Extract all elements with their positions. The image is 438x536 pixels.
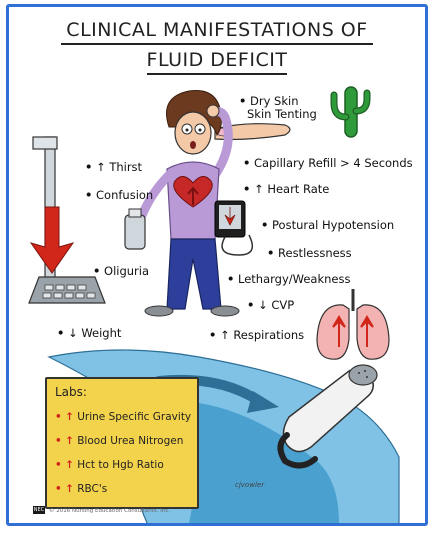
label-skin-tenting: Skin Tenting bbox=[247, 107, 317, 121]
title-line-1: CLINICAL MANIFESTATIONS OF bbox=[66, 19, 368, 41]
title-line-2: FLUID DEFICIT bbox=[146, 49, 288, 71]
publisher-logo: NEC bbox=[33, 506, 45, 514]
poster-frame: CLINICAL MANIFESTATIONS OF FLUID DEFICIT bbox=[6, 4, 428, 526]
labs-title: Labs: bbox=[55, 385, 87, 399]
salt-shaker-icon bbox=[277, 364, 378, 469]
labs-item-rbcs: • ↑ RBC's bbox=[55, 483, 108, 495]
label-dry-skin: • Dry Skin bbox=[239, 94, 299, 108]
label-cvp: • ↓ CVP bbox=[247, 298, 295, 312]
label-capillary-refill: • Capillary Refill > 4 Seconds bbox=[243, 156, 413, 170]
labs-item-hct-hgb-ratio: • ↑ Hct to Hgb Ratio bbox=[55, 459, 164, 471]
label-heart-rate: • ↑ Heart Rate bbox=[243, 182, 330, 196]
labs-item-urine-specific-gravity: • ↑ Urine Specific Gravity bbox=[55, 411, 192, 423]
label-restlessness: • Restlessness bbox=[267, 246, 352, 260]
title-underline-2 bbox=[147, 73, 287, 75]
labs-box: Labs: • ↑ Urine Specific Gravity • ↑ Blo… bbox=[45, 377, 199, 509]
lungs-icon bbox=[316, 289, 390, 360]
blood-pressure-cuff-icon bbox=[214, 200, 254, 256]
labs-item-blood-urea-nitrogen: • ↑ Blood Urea Nitrogen bbox=[55, 435, 184, 447]
artist-signature: cjvowler bbox=[235, 481, 265, 489]
label-confusion: • Confusion bbox=[85, 188, 154, 202]
label-oliguria: • Oliguria bbox=[93, 264, 150, 278]
copyright-notice: © 2016 Nursing Education Consultants, In… bbox=[49, 508, 171, 514]
label-postural-hypotension: • Postural Hypotension bbox=[261, 218, 395, 232]
label-respirations: • ↑ Respirations bbox=[209, 328, 305, 342]
cactus-icon bbox=[330, 86, 371, 138]
person-figure bbox=[124, 89, 240, 317]
label-thirst: • ↑ Thirst bbox=[85, 160, 143, 174]
label-lethargy: • Lethargy/Weakness bbox=[227, 272, 351, 286]
scale-icon bbox=[28, 136, 106, 304]
title-underline-1 bbox=[61, 43, 373, 45]
label-weight: • ↓ Weight bbox=[57, 326, 122, 340]
